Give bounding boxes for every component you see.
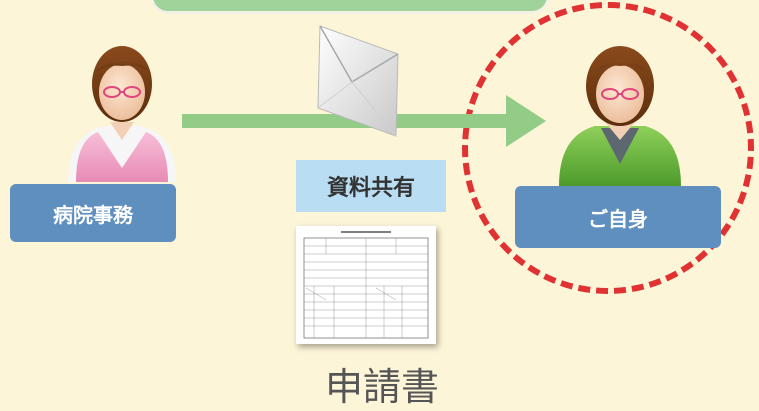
share-arrow-head	[506, 95, 546, 147]
hospital-office-label: 病院事務	[10, 184, 176, 242]
self-person-icon	[559, 46, 681, 186]
application-form-caption: 申請書	[324, 365, 439, 409]
self-highlight-circle	[462, 2, 754, 294]
hospital-staff-person-icon	[68, 46, 176, 182]
top-banner	[150, 0, 550, 14]
application-form-document-icon	[296, 226, 436, 344]
share-arrow-line	[182, 114, 512, 128]
envelope-icon	[317, 25, 399, 137]
self-label: ご自身	[515, 186, 721, 248]
material-sharing-label: 資料共有	[296, 160, 446, 212]
